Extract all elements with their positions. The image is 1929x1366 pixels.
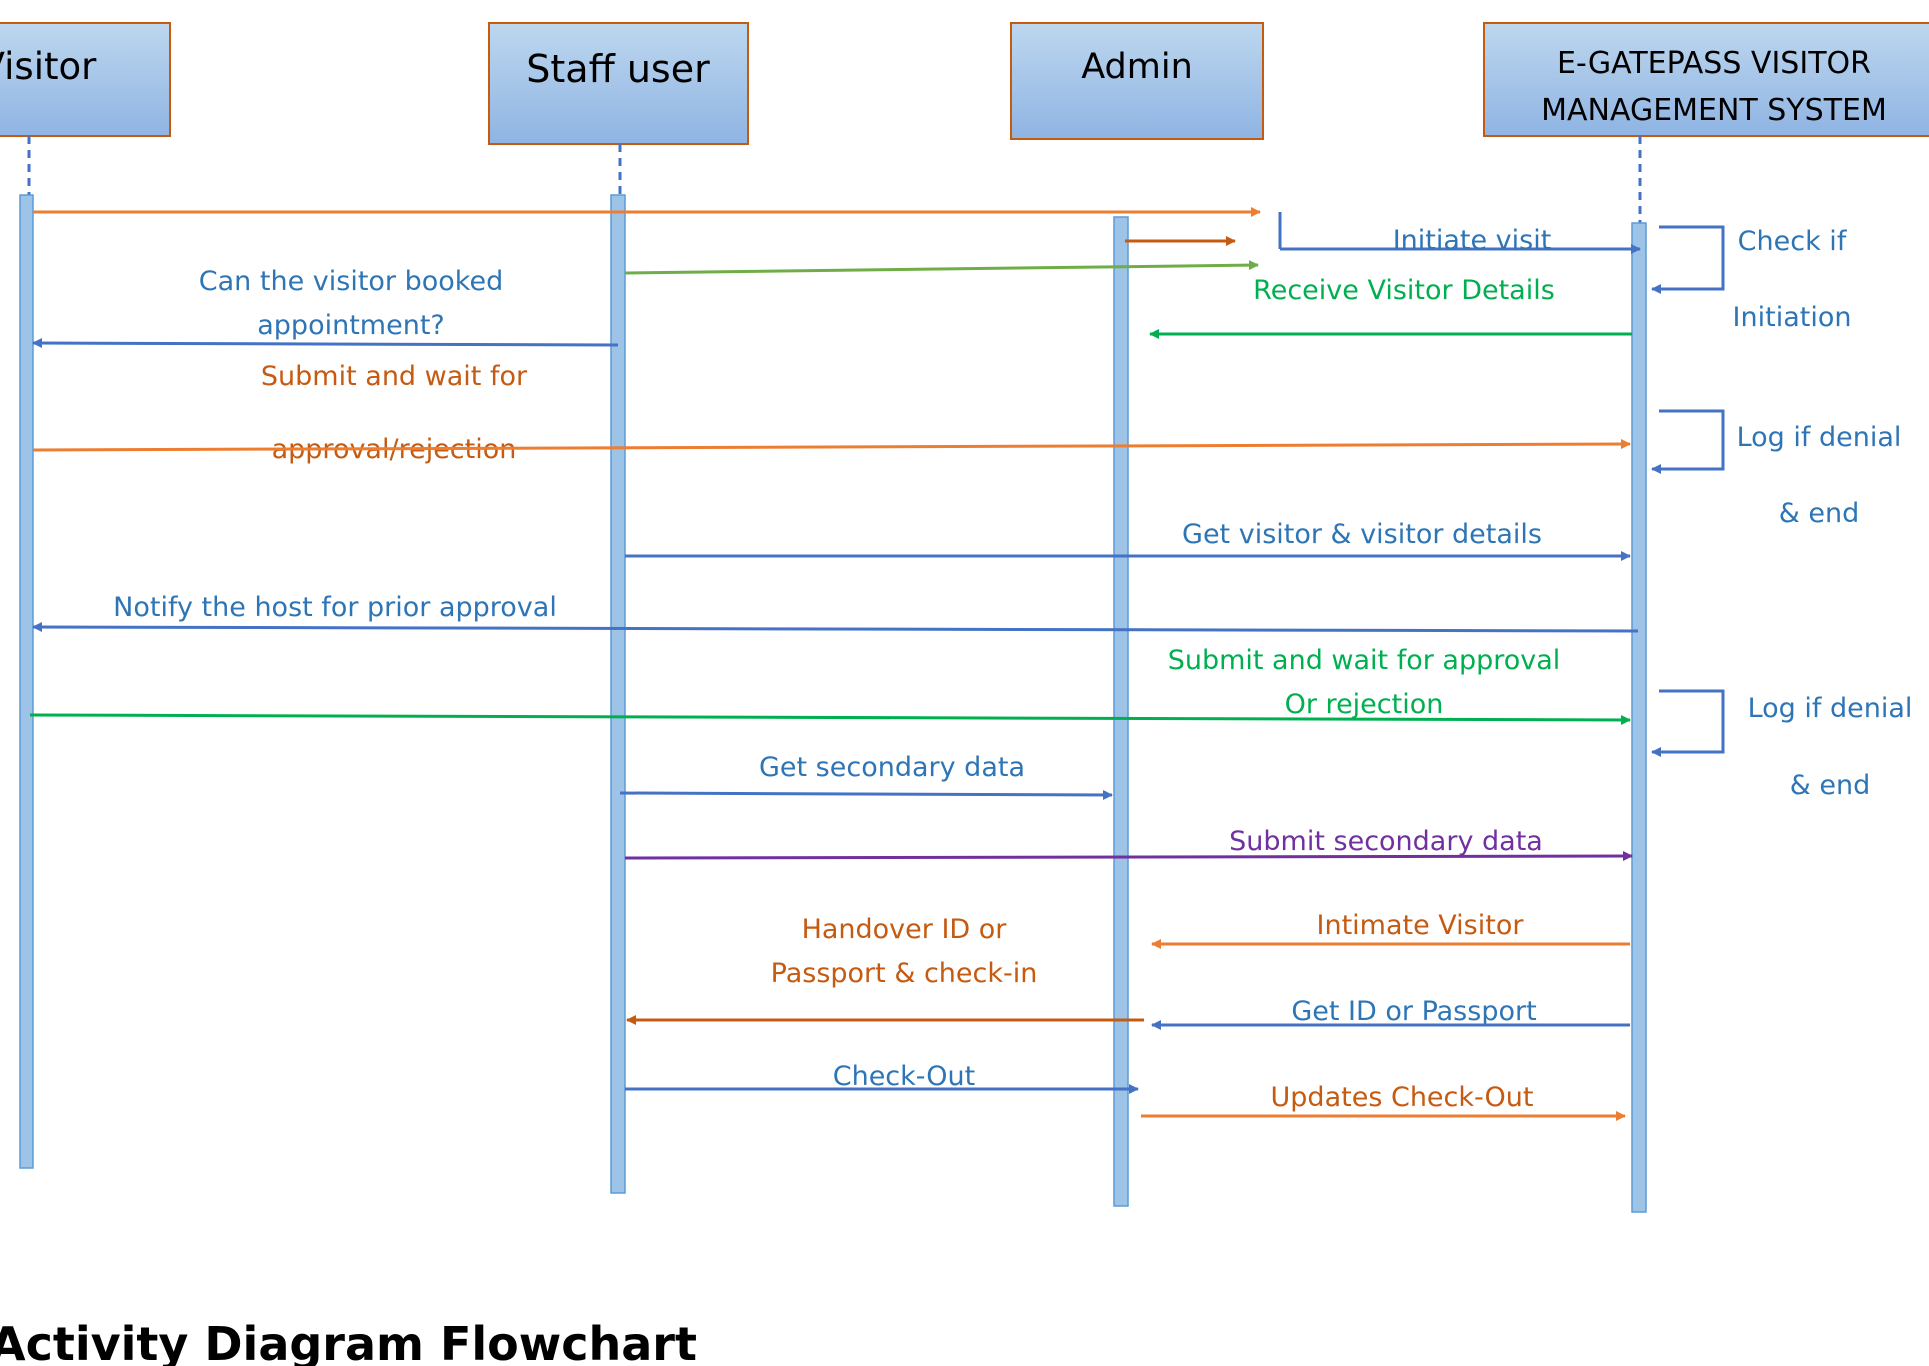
activation-staff-user <box>610 194 626 1194</box>
msg-initiate-visit-forward-label: Initiate visit <box>1393 225 1552 256</box>
msg-notify-host-label: Notify the host for prior approval <box>113 592 557 623</box>
msg-updates-check-out-label: Updates Check-Out <box>1271 1082 1534 1113</box>
msg-submit-wait-label-line1: Submit and wait for <box>261 361 528 392</box>
actor-box-visitor <box>0 22 171 137</box>
msg-can-visitor-book-label-line1: Can the visitor booked <box>199 266 503 297</box>
actor-label-admin: Admin <box>1081 47 1193 87</box>
section-heading: Activity Diagram Flowchart <box>0 1317 697 1366</box>
actor-box-admin <box>1010 22 1264 140</box>
actor-box-system <box>1483 22 1929 137</box>
msg-submit-wait-approval-arrow <box>29 713 1631 725</box>
actor-visitor: Visitor <box>0 22 171 137</box>
msg-handover-id-label-line1: Handover ID or <box>802 914 1008 945</box>
actor-box-staff-user <box>488 22 749 145</box>
msg-can-visitor-book-label-line2: appointment? <box>257 310 444 341</box>
self-log-denial-1-label-line1: Log if denial <box>1737 422 1902 453</box>
actor-label-visitor: Visitor <box>0 45 97 88</box>
self-log-denial-2-label-line1: Log if denial <box>1748 693 1913 724</box>
msg-handover-id-label-line2: Passport & check-in <box>771 958 1038 989</box>
activation-visitor <box>19 194 34 1169</box>
self-check-initiation-loop <box>1651 225 1725 294</box>
activation-admin <box>1113 216 1129 1207</box>
msg-receive-visitor-details-arrow <box>624 260 1259 275</box>
activation-system <box>1631 222 1647 1213</box>
actor-admin: Admin <box>1010 22 1264 140</box>
msg-submit-wait-approval-label-line1: Submit and wait for approval <box>1168 645 1561 676</box>
self-log-denial-2-label-line2: & end <box>1790 770 1871 801</box>
msg-can-visitor-book-arrow <box>32 338 619 349</box>
actor-label-system-line1: E-GATEPASS VISITOR <box>1557 46 1871 81</box>
msg-check-out-label: Check-Out <box>833 1061 976 1092</box>
msg-submit-wait-approval-label-line2: Or rejection <box>1285 689 1444 720</box>
msg-get-secondary-data-arrow <box>619 789 1113 800</box>
actor-label-staff-user: Staff user <box>526 47 710 91</box>
actor-staff-user: Staff user <box>488 22 749 145</box>
msg-get-visitor-details-label: Get visitor & visitor details <box>1182 519 1542 550</box>
self-check-initiation-label-line2: Initiation <box>1733 302 1852 333</box>
msg-submit-secondary-data-label: Submit secondary data <box>1229 826 1543 857</box>
msg-get-id-passport-label: Get ID or Passport <box>1291 996 1536 1027</box>
msg-receive-visitor-details-label: Receive Visitor Details <box>1253 275 1555 306</box>
msg-notify-host-arrow <box>32 622 1639 633</box>
self-log-denial-1: Log if denial & end <box>1651 409 1902 529</box>
self-check-initiation-label-line1: Check if <box>1738 226 1848 257</box>
actor-system: E-GATEPASS VISITOR MANAGEMENT SYSTEM <box>1483 22 1929 137</box>
msg-submit-wait-arrow <box>32 439 1631 452</box>
self-log-denial-1-loop <box>1651 409 1725 474</box>
actor-label-system-line2: MANAGEMENT SYSTEM <box>1541 93 1887 128</box>
self-log-denial-2: Log if denial & end <box>1651 689 1913 801</box>
self-log-denial-2-loop <box>1651 689 1725 757</box>
msg-get-secondary-data-label: Get secondary data <box>759 752 1025 783</box>
self-check-initiation: Check if Initiation <box>1651 225 1852 333</box>
self-log-denial-1-label-line2: & end <box>1779 498 1860 529</box>
msg-submit-secondary-data-arrow <box>624 851 1633 862</box>
msg-intimate-visitor-label: Intimate Visitor <box>1317 910 1525 941</box>
